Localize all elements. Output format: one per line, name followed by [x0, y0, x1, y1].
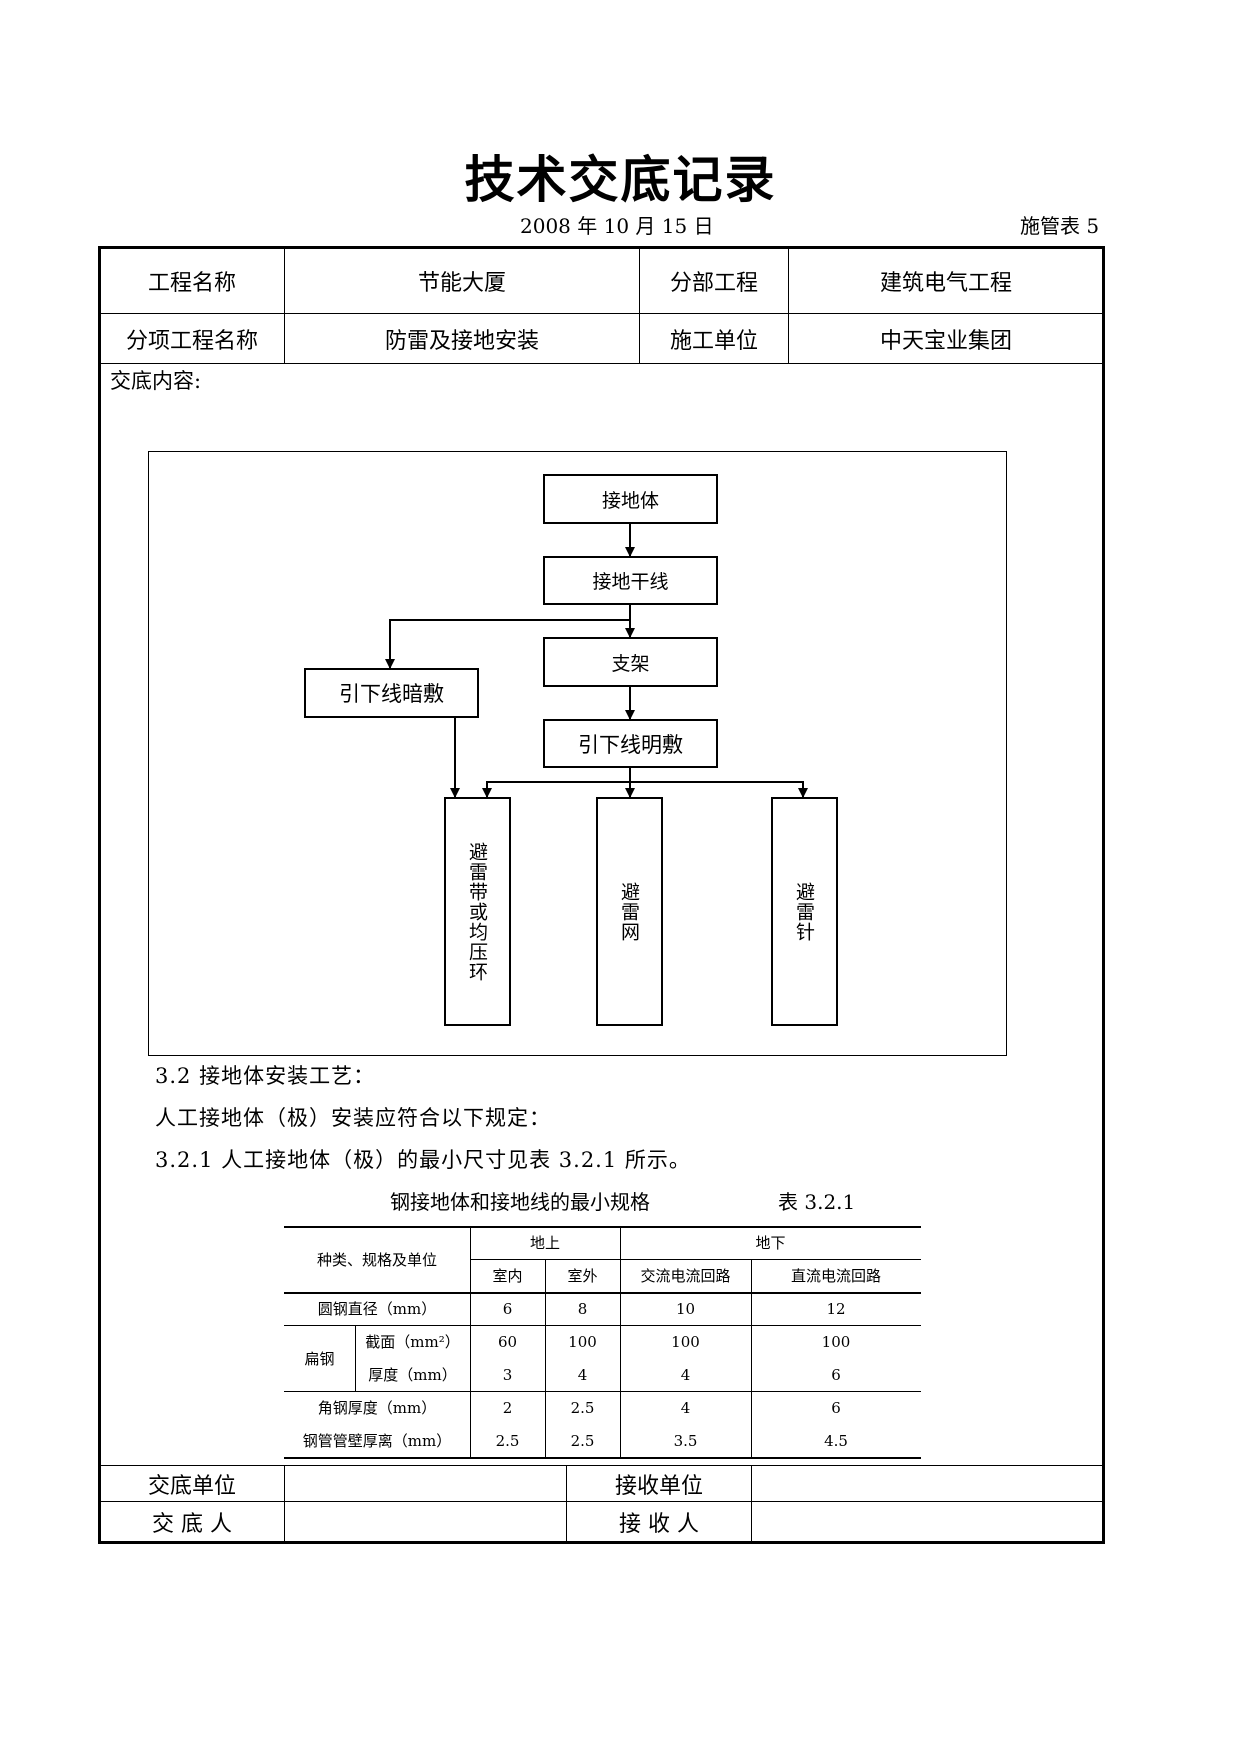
spec-header-below: 地下 — [755, 1234, 786, 1252]
division-label: 分部工程 — [669, 270, 758, 296]
flow-node-grounding-body: 接地体 — [543, 474, 718, 524]
divider — [98, 313, 1105, 314]
spec-cell: 6 — [831, 1365, 841, 1384]
spec-row-label: 厚度（mm） — [368, 1366, 457, 1384]
spec-cell: 100 — [821, 1332, 851, 1351]
divider — [566, 1465, 567, 1544]
form-number: 施管表 5 — [1020, 214, 1100, 238]
spec-cell: 2.5 — [570, 1431, 595, 1450]
subitem-label: 分项工程名称 — [125, 328, 258, 354]
spec-cell: 12 — [826, 1299, 846, 1318]
divider — [788, 246, 789, 363]
contractor-value: 中天宝业集团 — [879, 328, 1012, 354]
receiving-unit-value — [752, 1466, 1103, 1501]
receiver-value — [752, 1502, 1103, 1542]
receiver-label: 接 收 人 — [619, 1512, 699, 1537]
spec-cell: 100 — [568, 1332, 597, 1351]
flow-node-label: 接地体 — [601, 489, 659, 512]
record-frame — [98, 246, 1105, 1544]
divider — [355, 1325, 356, 1391]
contractor-label: 施工单位 — [669, 328, 758, 354]
spec-table-caption: 钢接地体和接地线的最小规格 — [390, 1190, 650, 1214]
divider — [470, 1259, 921, 1260]
flow-node-bracket: 支架 — [543, 637, 718, 687]
spec-table-number: 表 3.2.1 — [778, 1190, 856, 1214]
flow-node-label: 避雷网 — [618, 881, 640, 942]
spec-header-outdoor: 室外 — [567, 1267, 598, 1285]
flow-node-label: 引下线明敷 — [578, 732, 683, 757]
spec-header-indoor: 室内 — [492, 1267, 523, 1285]
spec-cell: 3 — [502, 1365, 513, 1384]
spec-cell: 4 — [680, 1398, 691, 1417]
issuer-label: 交 底 人 — [152, 1512, 232, 1537]
divider — [545, 1259, 546, 1457]
spec-cell: 8 — [577, 1299, 588, 1318]
divider — [284, 1325, 921, 1326]
spec-cell: 3.5 — [673, 1431, 698, 1450]
spec-cell: 2.5 — [495, 1431, 520, 1450]
project-name-label: 工程名称 — [147, 270, 236, 296]
project-name-value: 节能大厦 — [417, 270, 506, 296]
spec-cell: 100 — [671, 1332, 700, 1351]
content-label: 交底内容: — [110, 369, 202, 393]
issuing-unit-label: 交底单位 — [147, 1473, 236, 1499]
divider — [620, 1226, 621, 1457]
spec-cell: 2 — [502, 1398, 513, 1417]
spec-cell: 6 — [502, 1299, 513, 1318]
receiving-unit-label: 接收单位 — [614, 1473, 703, 1499]
flow-node-label: 接地干线 — [592, 571, 669, 593]
divider — [98, 1501, 1105, 1502]
spec-cell: 60 — [497, 1332, 518, 1351]
spec-header-kind: 种类、规格及单位 — [316, 1250, 437, 1269]
divider — [284, 1292, 921, 1294]
flow-node-downlead-concealed: 引下线暗敷 — [304, 668, 479, 718]
flow-node-lightning-belt: 避雷带或均压环 — [444, 797, 511, 1026]
spec-cell: 10 — [675, 1299, 696, 1318]
spec-row-label: 钢管管壁厚离（mm） — [302, 1432, 452, 1450]
flow-node-grounding-trunk: 接地干线 — [543, 556, 718, 605]
spec-header-above: 地上 — [529, 1234, 560, 1252]
spec-header-dc: 直流电流回路 — [790, 1267, 881, 1285]
spec-row-label: 角钢厚度（mm） — [317, 1399, 437, 1417]
spec-header-ac: 交流电流回路 — [640, 1267, 731, 1285]
flow-node-downlead-exposed: 引下线明敷 — [543, 719, 718, 768]
flow-node-lightning-net: 避雷网 — [596, 797, 663, 1026]
subitem-value: 防雷及接地安装 — [384, 328, 539, 354]
division-value: 建筑电气工程 — [879, 270, 1012, 296]
divider — [284, 1226, 921, 1228]
spec-cell: 4 — [577, 1365, 588, 1384]
rule-3-2-1: 3.2.1 人工接地体（极）的最小尺寸见表 3.2.1 所示。 — [155, 1148, 691, 1172]
spec-cell: 2.5 — [570, 1398, 595, 1417]
spec-row-label: 圆钢直径（mm） — [317, 1300, 437, 1318]
issuing-unit-value — [285, 1466, 566, 1501]
divider — [751, 1465, 752, 1544]
divider — [284, 1391, 921, 1392]
rule-intro: 人工接地体（极）安装应符合以下规定： — [155, 1106, 551, 1130]
flowchart: 接地体 接地干线 支架 引下线暗敷 引下线明敷 避雷带或均压环 避雷网 避雷针 — [148, 451, 1007, 1056]
issuer-value — [285, 1502, 566, 1542]
divider — [639, 246, 640, 363]
flow-node-label: 避雷带或均压环 — [466, 841, 488, 982]
divider — [284, 246, 285, 363]
divider — [98, 1465, 1105, 1466]
flow-node-lightning-rod: 避雷针 — [771, 797, 838, 1026]
flow-node-label: 支架 — [611, 652, 650, 675]
spec-cell: 4.5 — [824, 1431, 848, 1450]
divider — [284, 1457, 921, 1459]
divider — [98, 363, 1105, 364]
spec-cell: 6 — [831, 1398, 841, 1417]
section-heading: 3.2 接地体安装工艺： — [155, 1064, 376, 1088]
spec-cell: 4 — [680, 1365, 691, 1384]
spec-row-label: 截面（mm²） — [365, 1333, 460, 1351]
divider — [284, 1465, 285, 1544]
flow-node-label: 避雷针 — [793, 881, 815, 942]
flowchart-connectors — [385, 524, 808, 798]
flow-node-label: 引下线暗敷 — [339, 682, 444, 706]
page-title: 技术交底记录 — [464, 151, 777, 209]
divider — [470, 1226, 471, 1457]
record-date: 2008 年 10 月 15 日 — [520, 214, 714, 238]
divider — [751, 1259, 752, 1457]
spec-flat-steel-label: 扁钢 — [304, 1349, 335, 1368]
